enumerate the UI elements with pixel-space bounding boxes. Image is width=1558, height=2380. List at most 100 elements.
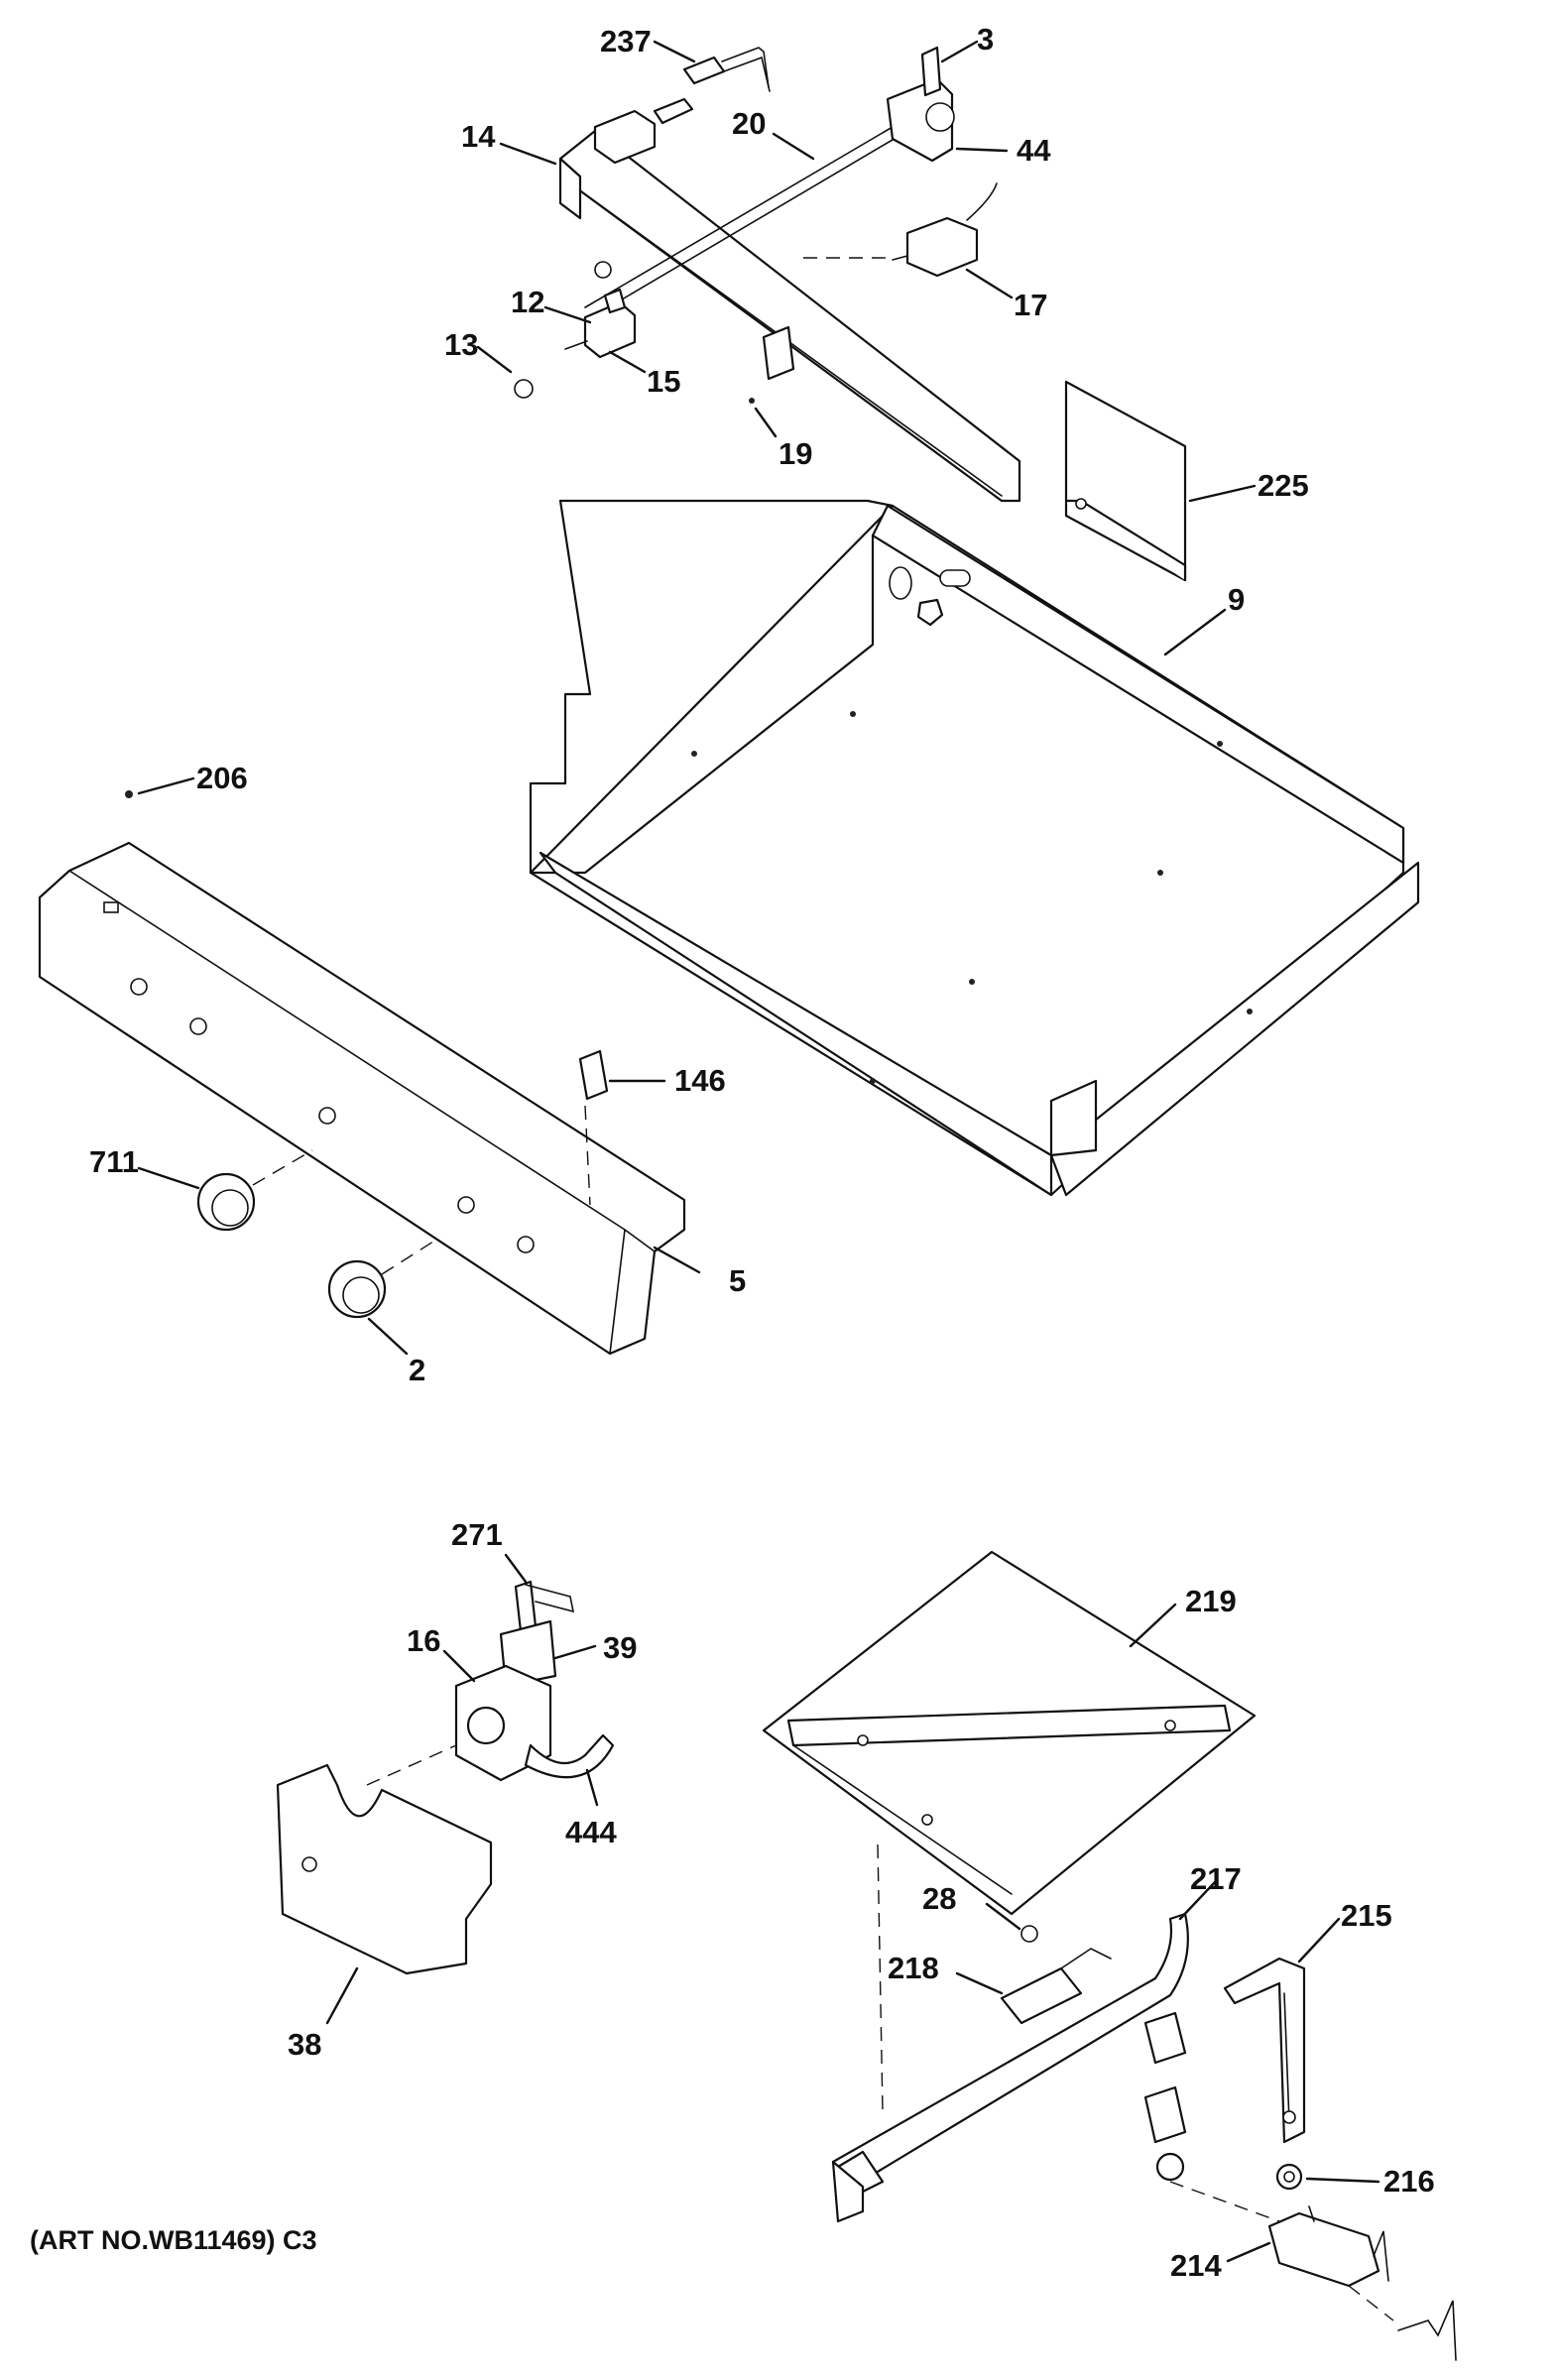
leader-214 [1226, 2241, 1271, 2263]
knob-hole [130, 978, 148, 996]
tube-20-edge [594, 136, 899, 316]
callout-5: 5 [729, 1263, 746, 1298]
orifice-3 [920, 46, 942, 97]
shield-225 [1064, 380, 1187, 582]
leader-lines [137, 40, 1380, 2263]
tube-237 [721, 47, 770, 88]
callout-146: 146 [674, 1063, 726, 1098]
igniter-218 [1000, 1966, 1083, 2025]
callout-2: 2 [409, 1353, 425, 1387]
orifice-hood [1143, 2085, 1187, 2144]
baffle-hole [921, 1814, 933, 1826]
baffle-rail [786, 1704, 1232, 1747]
callout-237: 237 [600, 24, 652, 59]
shield-38-edge [381, 1789, 492, 1844]
callout-12: 12 [511, 285, 544, 319]
knob-2 [327, 1259, 387, 1319]
callout-13: 13 [444, 327, 478, 362]
safety-valve-214 [1267, 2211, 1380, 2288]
callout-38: 38 [288, 2027, 321, 2062]
rivet [691, 751, 697, 757]
leader-2 [367, 1317, 409, 1356]
baffle-fold [792, 1744, 1013, 1895]
leader-218 [955, 1971, 1004, 1995]
callout-3: 3 [977, 22, 994, 57]
igniter-switch-17 [905, 216, 979, 278]
clip-146-dash [584, 1105, 591, 1206]
control-panel-end-edge [609, 1229, 626, 1355]
leader-9 [1163, 608, 1227, 656]
callout-206: 206 [196, 761, 248, 795]
callout-444: 444 [565, 1815, 617, 1849]
callout-16: 16 [407, 1623, 440, 1658]
tube-271 [525, 1584, 575, 1613]
baffle-dash [877, 1844, 884, 2113]
shield-flange [1064, 499, 1187, 582]
leader-217 [1178, 1880, 1217, 1921]
shield-38-dash [366, 1744, 457, 1786]
callout-214: 214 [1170, 2248, 1222, 2283]
leader-206 [137, 776, 195, 795]
burner-box-corner-tab [1049, 1079, 1098, 1157]
leader-19 [754, 407, 778, 438]
leader-3 [940, 40, 979, 63]
leader-15 [608, 350, 647, 374]
leader-13 [476, 345, 513, 374]
leader-237 [653, 40, 696, 63]
leader-711 [137, 1166, 200, 1190]
rivet [969, 979, 975, 985]
callout-215: 215 [1341, 1898, 1392, 1933]
leader-216 [1305, 2177, 1380, 2184]
capillary-tube [1397, 2300, 1457, 2361]
callout-19: 19 [779, 436, 812, 471]
art-number: (ART NO.WB11469) C3 [30, 2225, 317, 2255]
leader-14 [499, 142, 557, 166]
leader-225 [1188, 484, 1257, 503]
control-panel-5 [38, 790, 686, 1356]
screw-206 [125, 790, 133, 798]
tube-237-edge [723, 56, 771, 92]
rivet [1157, 870, 1163, 876]
shield-panel [1064, 380, 1187, 582]
tube-fitting-237 [682, 56, 726, 85]
callout-218: 218 [888, 1951, 939, 1985]
leader-44 [955, 147, 1009, 153]
washer [594, 261, 612, 279]
callout-225: 225 [1258, 468, 1309, 503]
callout-711: 711 [89, 1144, 139, 1179]
burner-mount-tab [831, 2160, 865, 2223]
burner-tube-217 [831, 1912, 1189, 2189]
switch-stem [892, 255, 908, 261]
clip-146 [578, 1049, 609, 1101]
rivet [850, 711, 856, 717]
leader-39 [553, 1644, 597, 1660]
knob-hole [189, 1017, 207, 1035]
knob-2-face [342, 1276, 380, 1314]
callout-15: 15 [647, 364, 680, 399]
leader-271 [504, 1553, 528, 1584]
leader-215 [1297, 1917, 1341, 1964]
bracket-215-hole [1282, 2110, 1296, 2124]
valve-shaft [564, 340, 588, 350]
nut-13 [514, 379, 534, 399]
igniter-wire [966, 182, 998, 221]
burner-box-right-lip [1049, 861, 1420, 1197]
shield-38-hole [301, 1856, 317, 1872]
oven-valve-assembly [276, 1580, 615, 1975]
callout-271: 271 [451, 1517, 503, 1552]
leader-28 [985, 1902, 1021, 1931]
manifold-elbow [558, 157, 582, 220]
knob-hole [517, 1236, 535, 1253]
knob-711-face [211, 1189, 249, 1227]
baffle-219 [762, 1550, 1257, 2113]
burner-box-slot [939, 569, 971, 587]
knob-hole [457, 1196, 475, 1214]
fitting-nut [653, 97, 694, 125]
leader-12 [543, 305, 592, 324]
burner-box-9 [529, 499, 1420, 1197]
burner-box-hole-1 [889, 566, 912, 600]
screw-19 [749, 398, 755, 404]
orifice-dash [1169, 2181, 1280, 2222]
valve-214-stem [1308, 2205, 1315, 2222]
